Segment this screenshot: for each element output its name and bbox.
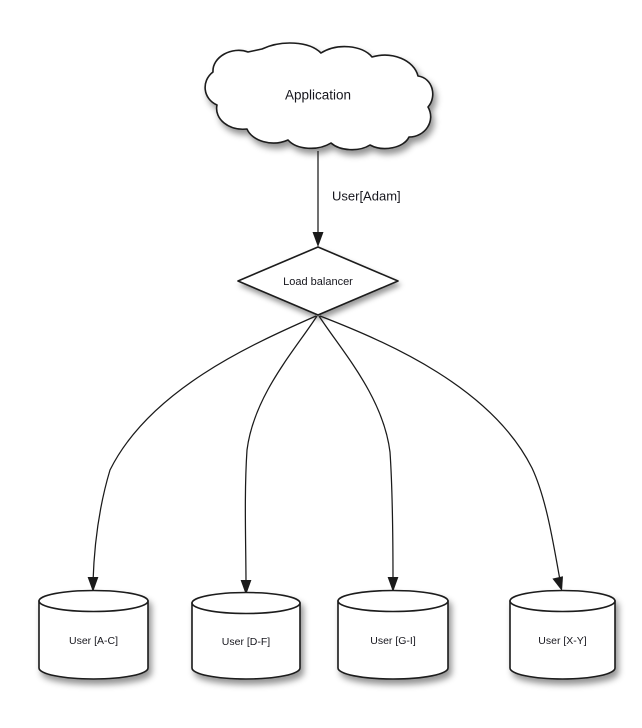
node-database-ac[interactable]: User [A-C] [38, 589, 149, 680]
arrow-head-db-ac [87, 577, 99, 592]
edge-load-balancer-to-db-xy[interactable] [319, 315, 563, 591]
database-xy-label: User [X-Y] [538, 635, 587, 647]
edge-curve-gi [318, 315, 394, 583]
edge-load-balancer-to-db-ac[interactable] [87, 315, 317, 592]
cloud-label: Application [285, 88, 351, 103]
node-load-balancer[interactable]: Load balancer [237, 246, 399, 316]
database-ac-label: User [A-C] [69, 635, 118, 647]
edge-curve-df [244, 315, 318, 586]
edge-label-user-adam: User[Adam] [332, 188, 401, 203]
cylinder-df-shape [191, 591, 301, 680]
load-balancer-label: Load balancer [283, 276, 353, 288]
node-database-df[interactable]: User [D-F] [191, 591, 301, 680]
arrow-head-db-gi [387, 577, 399, 592]
node-database-xy[interactable]: User [X-Y] [509, 589, 616, 680]
edge-load-balancer-to-db-df[interactable] [240, 315, 318, 595]
database-gi-label: User [G-I] [370, 635, 416, 647]
edge-curve-ac [92, 315, 317, 583]
cloud-shape [204, 42, 434, 151]
cylinder-gi-shape [337, 589, 449, 680]
arrow-head-db-df [240, 580, 252, 595]
diamond-shape [237, 246, 399, 316]
edge-curve-xy [319, 315, 561, 581]
arrow-head-db-xy [552, 576, 563, 591]
edge-application-to-load-balancer[interactable]: User[Adam] [312, 151, 401, 247]
cylinder-ac-shape [38, 589, 149, 680]
arrow-head-load-balancer [312, 232, 324, 247]
edge-load-balancer-to-db-gi[interactable] [318, 315, 399, 592]
database-df-label: User [D-F] [222, 636, 270, 648]
node-database-gi[interactable]: User [G-I] [337, 589, 449, 680]
cylinder-xy-shape [509, 589, 616, 680]
node-application-cloud[interactable]: Application [204, 42, 434, 151]
